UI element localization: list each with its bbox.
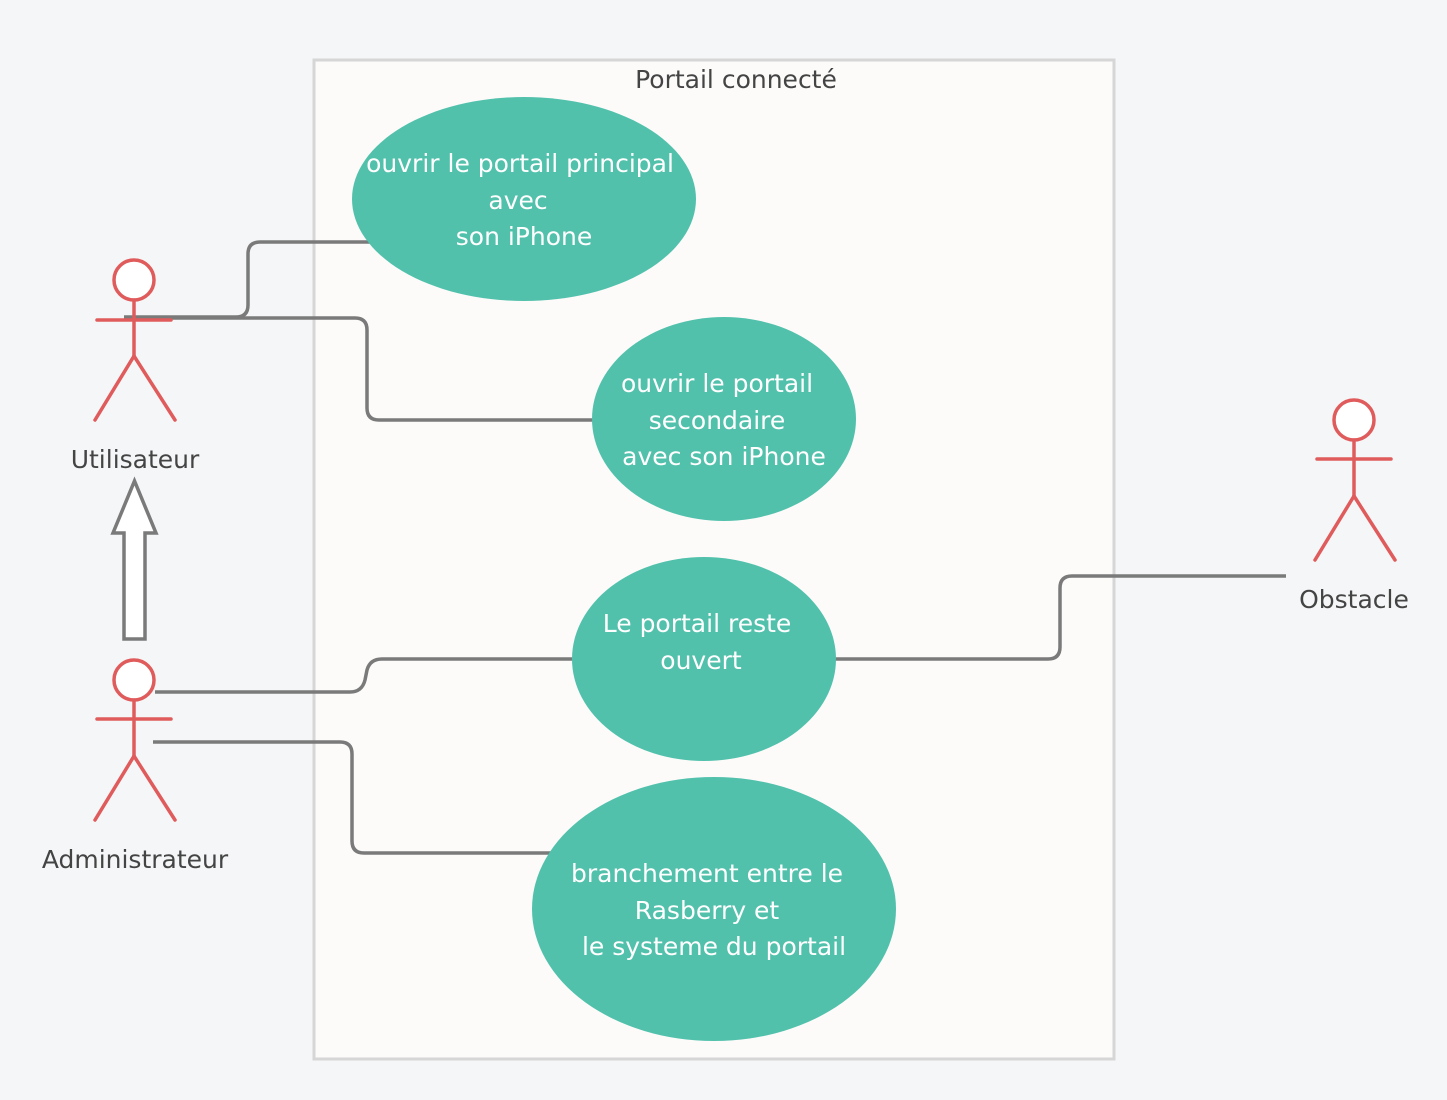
svg-text:ouvrir le portail principal: ouvrir le portail principal avec son iPh… xyxy=(366,149,682,251)
uc4-line-3: le systeme du portail xyxy=(582,932,846,961)
actor-utilisateur-label: Utilisateur xyxy=(71,445,200,474)
use-case-uc2[interactable]: ouvrir le portail secondaire avec son iP… xyxy=(592,317,856,521)
use-case-uc3[interactable]: Le portail reste ouvert xyxy=(572,557,836,761)
utilisateur-head xyxy=(112,258,156,302)
generalization-arrow[interactable] xyxy=(110,476,159,641)
svg-text:branchement entre le Ras: branchement entre le Rasberry et le syst… xyxy=(571,859,851,961)
uc2-line-2: secondaire xyxy=(649,406,786,435)
connector-uc3-obstacle[interactable] xyxy=(835,574,1286,661)
use-case-uc1[interactable]: ouvrir le portail principal avec son iPh… xyxy=(352,97,696,301)
uc1-line-3: son iPhone xyxy=(456,222,593,251)
uc2-line-1: ouvrir le portail xyxy=(621,369,813,398)
connector-administrateur-uc4[interactable] xyxy=(153,740,552,855)
connector-administrateur-uc3[interactable] xyxy=(155,657,575,694)
svg-text:ouvrir le portail second: ouvrir le portail secondaire avec son iP… xyxy=(621,369,826,471)
connector-utilisateur-uc2[interactable] xyxy=(150,316,594,422)
actor-utilisateur[interactable] xyxy=(93,258,177,422)
uc2-line-3: avec son iPhone xyxy=(622,442,826,471)
uc3-line-2: ouvert xyxy=(660,646,742,675)
actor-administrateur-label: Administrateur xyxy=(42,845,229,874)
uc3-line-1: Le portail reste xyxy=(603,609,792,638)
actor-obstacle-label: Obstacle xyxy=(1299,585,1409,614)
uc1-line-1: ouvrir le portail principal xyxy=(366,149,674,178)
svg-text:Le portail reste ouvert: Le portail reste ouvert xyxy=(603,609,800,675)
uc4-line-1: branchement entre le xyxy=(571,859,843,888)
system-title: Portail connecté xyxy=(635,65,837,94)
actor-administrateur[interactable] xyxy=(93,658,177,822)
administrateur-head xyxy=(112,658,156,702)
uc4-line-2: Rasberry et xyxy=(635,896,780,925)
obstacle-head xyxy=(1332,398,1376,442)
actor-obstacle[interactable] xyxy=(1313,398,1397,562)
uc1-line-2: avec xyxy=(488,186,547,215)
use-case-uc4[interactable]: branchement entre le Rasberry et le syst… xyxy=(532,777,896,1041)
